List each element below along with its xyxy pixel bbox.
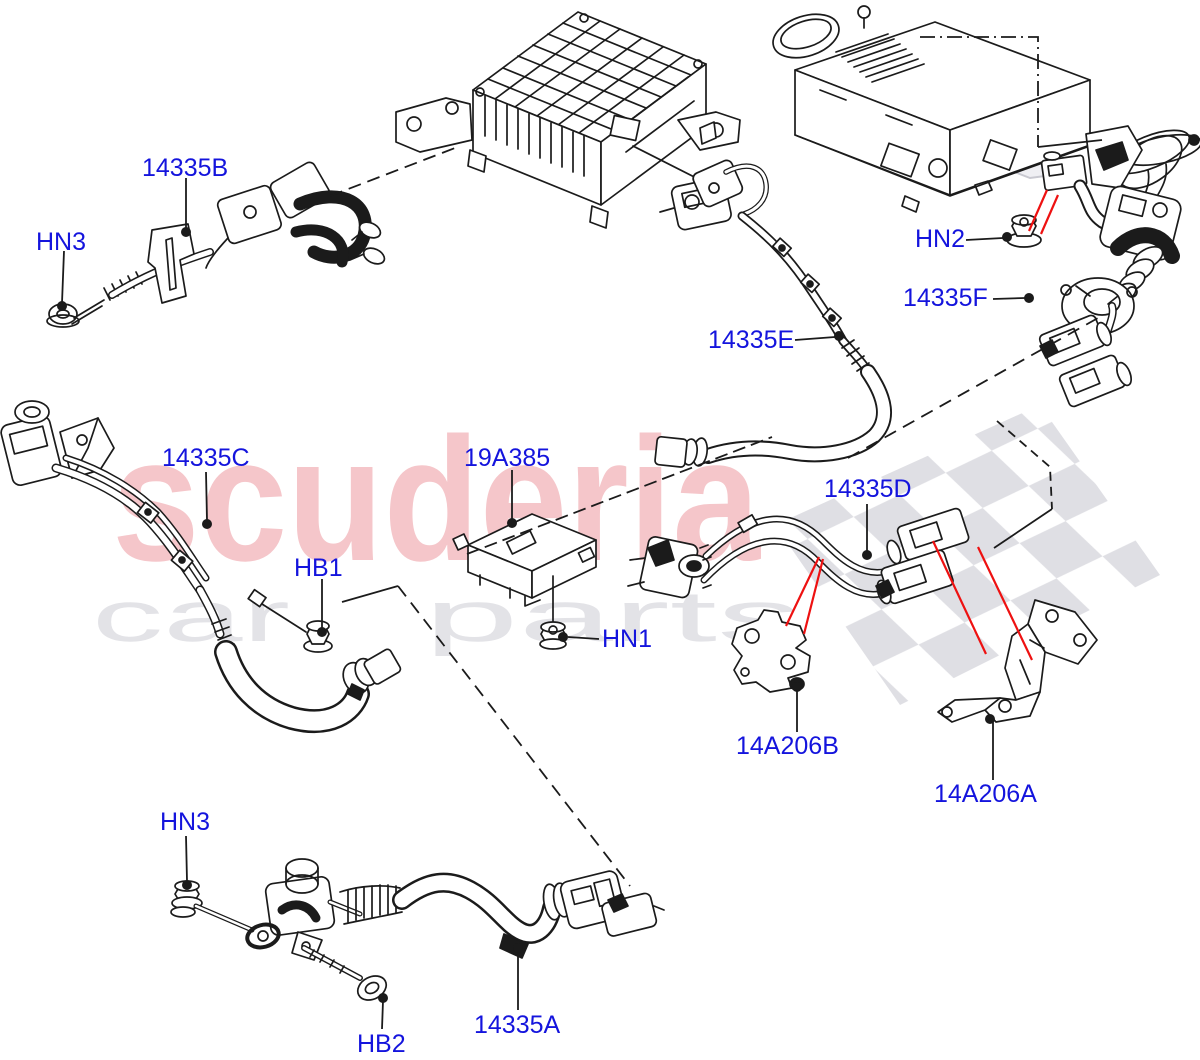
part-callout-14335F: 14335F bbox=[903, 284, 988, 312]
cable-14335d-graphic bbox=[627, 507, 970, 605]
callout-dots bbox=[57, 227, 1034, 1003]
cable-14335f-graphic bbox=[1038, 125, 1200, 408]
bolt-hb1-graphic bbox=[303, 620, 333, 653]
part-callout-HN2: HN2 bbox=[915, 225, 966, 253]
part-callout-HN3-top: HN3 bbox=[36, 228, 87, 256]
part-callout-14A206B: 14A206B bbox=[736, 732, 839, 760]
part-callout-HN3-bottom: HN3 bbox=[160, 808, 211, 836]
cable-14335c-graphic bbox=[0, 400, 402, 734]
battery-connector-port bbox=[609, 114, 641, 142]
nut-hn2-graphic bbox=[1006, 214, 1042, 248]
part-callout-14335A: 14335A bbox=[474, 1011, 561, 1039]
part-callout-14335C: 14335C bbox=[162, 444, 250, 472]
alignment-lines bbox=[329, 36, 1103, 887]
bracket-14a206a-graphic bbox=[937, 599, 1098, 723]
part-callout-14335D: 14335D bbox=[824, 475, 912, 503]
cable-14335e-graphic bbox=[632, 145, 892, 468]
part-callout-14335E: 14335E bbox=[708, 326, 795, 354]
part-callout-HN1: HN1 bbox=[602, 625, 653, 653]
watermark-sub-word1: car bbox=[92, 577, 290, 657]
part-callout-14335B: 14335B bbox=[142, 154, 229, 182]
hv-battery-unit-graphic bbox=[395, 11, 741, 229]
module-19a385-graphic bbox=[452, 513, 597, 624]
part-callout-HB1: HB1 bbox=[294, 554, 343, 582]
callout-leaders bbox=[61, 178, 1026, 1030]
cable-14335b-graphic bbox=[46, 161, 386, 328]
part-callout-HB2: HB2 bbox=[357, 1030, 406, 1058]
cable-14335a-graphic bbox=[170, 858, 665, 1001]
part-callout-14A206A: 14A206A bbox=[934, 780, 1037, 808]
part-callout-19A385: 19A385 bbox=[464, 444, 551, 472]
red-pointer-lines bbox=[785, 189, 1060, 661]
inverter-unit-graphic bbox=[772, 5, 1091, 213]
